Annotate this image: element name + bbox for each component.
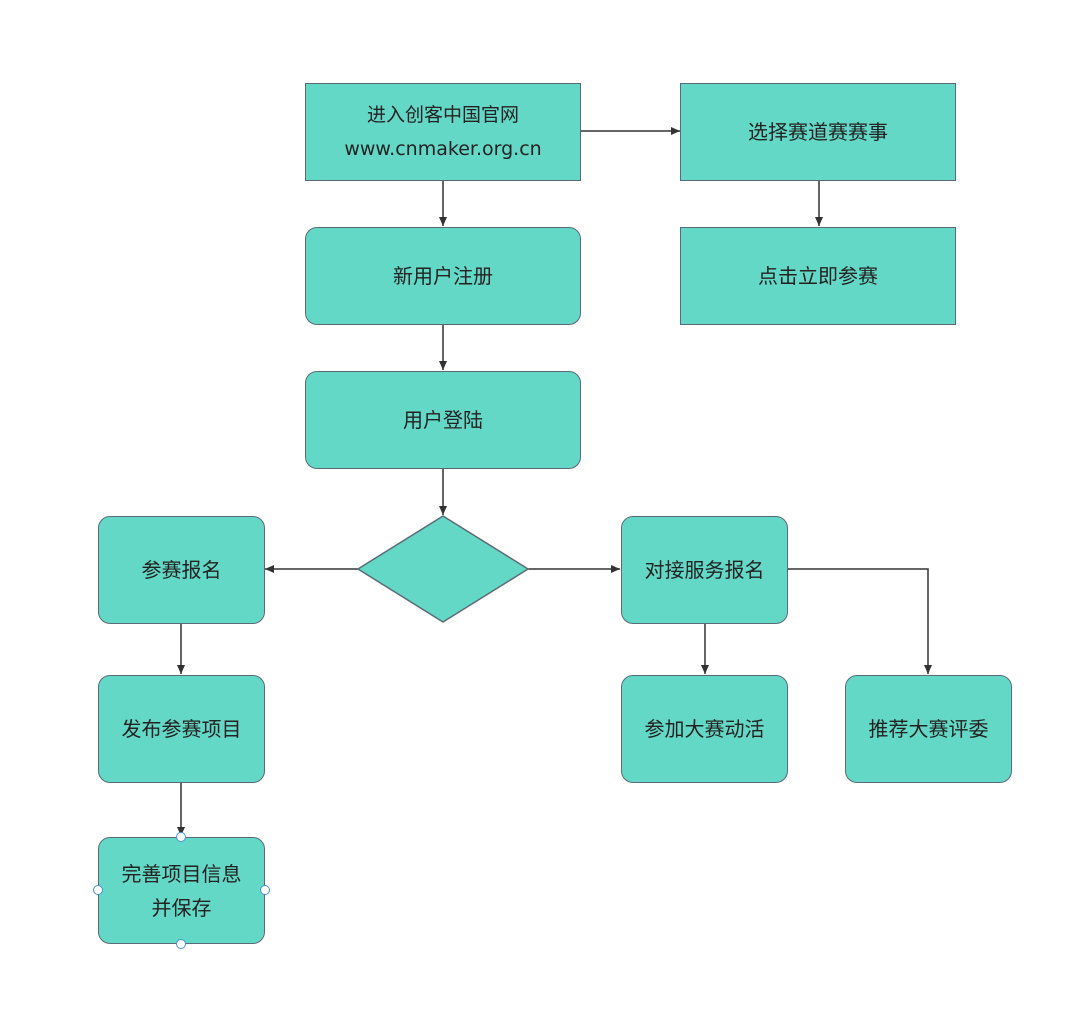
node-register[interactable]: 新用户注册: [305, 227, 581, 325]
resize-handle-right[interactable]: [260, 885, 270, 895]
node-complete-info-label: 完善项目信息 并保存: [121, 861, 242, 920]
node-join-activity-label: 参加大赛动活: [644, 717, 765, 741]
node-join-activity[interactable]: 参加大赛动活: [621, 675, 788, 783]
node-choose-track-label: 选择赛道赛赛事: [748, 120, 888, 144]
resize-handle-left[interactable]: [93, 885, 103, 895]
node-contest-signup-label: 参赛报名: [141, 558, 222, 582]
node-recommend-judge[interactable]: 推荐大赛评委: [845, 675, 1012, 783]
resize-handle-bottom[interactable]: [176, 939, 186, 949]
node-choose-track[interactable]: 选择赛道赛赛事: [680, 83, 956, 181]
node-complete-info[interactable]: 完善项目信息 并保存: [98, 837, 265, 944]
node-join-now-label: 点击立即参赛: [758, 264, 878, 288]
node-register-label: 新用户注册: [393, 264, 493, 288]
node-service-signup-label: 对接服务报名: [644, 558, 765, 582]
node-recommend-judge-label: 推荐大赛评委: [868, 717, 989, 741]
node-join-now[interactable]: 点击立即参赛: [680, 227, 956, 325]
node-login-label: 用户登陆: [403, 408, 483, 432]
node-enter-site-label: 进入创客中国官网 www.cnmaker.org.cn: [344, 104, 542, 160]
node-login[interactable]: 用户登陆: [305, 371, 581, 469]
node-contest-signup[interactable]: 参赛报名: [98, 516, 265, 624]
resize-handle-top[interactable]: [176, 832, 186, 842]
node-publish-project[interactable]: 发布参赛项目: [98, 675, 265, 783]
node-publish-project-label: 发布参赛项目: [121, 717, 242, 741]
node-service-signup[interactable]: 对接服务报名: [621, 516, 788, 624]
connector-service-to-judge: [788, 568, 932, 674]
node-enter-site[interactable]: 进入创客中国官网 www.cnmaker.org.cn: [305, 83, 581, 181]
decision-diamond[interactable]: [356, 515, 530, 623]
